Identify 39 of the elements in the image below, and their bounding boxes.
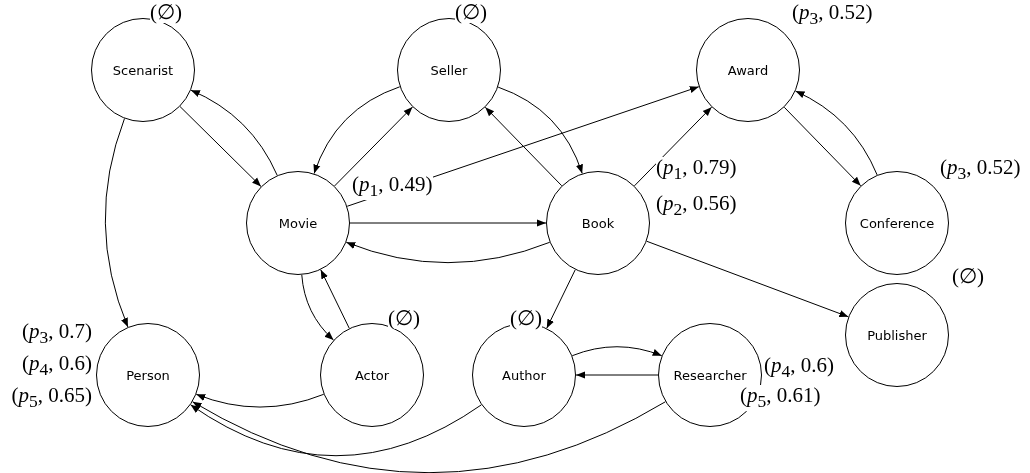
- arrow: [546, 269, 576, 329]
- node-label: Seller: [430, 62, 468, 78]
- arrow: [484, 106, 563, 187]
- arrow: [795, 90, 878, 176]
- node-annotation: (p$_{5}$, 0.61): [740, 385, 821, 411]
- arrow: [575, 371, 659, 379]
- arrow: [104, 118, 129, 328]
- arrow: [783, 106, 862, 187]
- node-label: Conference: [859, 215, 935, 231]
- node-label: Award: [727, 62, 769, 78]
- arrow: [349, 219, 547, 227]
- node-label: Actor: [354, 367, 390, 383]
- node-label: Scenarist: [112, 62, 174, 78]
- arrow: [320, 269, 350, 329]
- node-annotation: (p$_{1}$, 0.49): [352, 174, 433, 200]
- arrow: [345, 241, 551, 264]
- arrow: [633, 106, 713, 187]
- node-annotation: (∅): [952, 266, 984, 287]
- node-label: Researcher: [673, 367, 747, 383]
- node-label: Movie: [278, 215, 318, 231]
- arrow: [334, 106, 413, 187]
- arrow: [301, 274, 334, 341]
- node-annotation: (∅): [510, 308, 542, 329]
- arrow: [195, 393, 325, 408]
- arrow: [646, 240, 849, 318]
- node-annotation: (∅): [388, 308, 420, 329]
- arrow: [190, 404, 482, 457]
- arrow: [313, 86, 401, 175]
- arrow: [179, 106, 262, 187]
- arrow: [192, 401, 666, 473]
- arrow: [571, 346, 663, 357]
- arrow: [497, 86, 583, 174]
- node-label: Book: [581, 215, 615, 231]
- node-label: Person: [126, 367, 170, 383]
- node-annotation: (∅): [455, 2, 487, 23]
- node-annotation: (∅): [150, 2, 182, 23]
- arrow: [190, 89, 278, 176]
- node-label: Publisher: [867, 327, 927, 343]
- node-label: Author: [502, 367, 546, 383]
